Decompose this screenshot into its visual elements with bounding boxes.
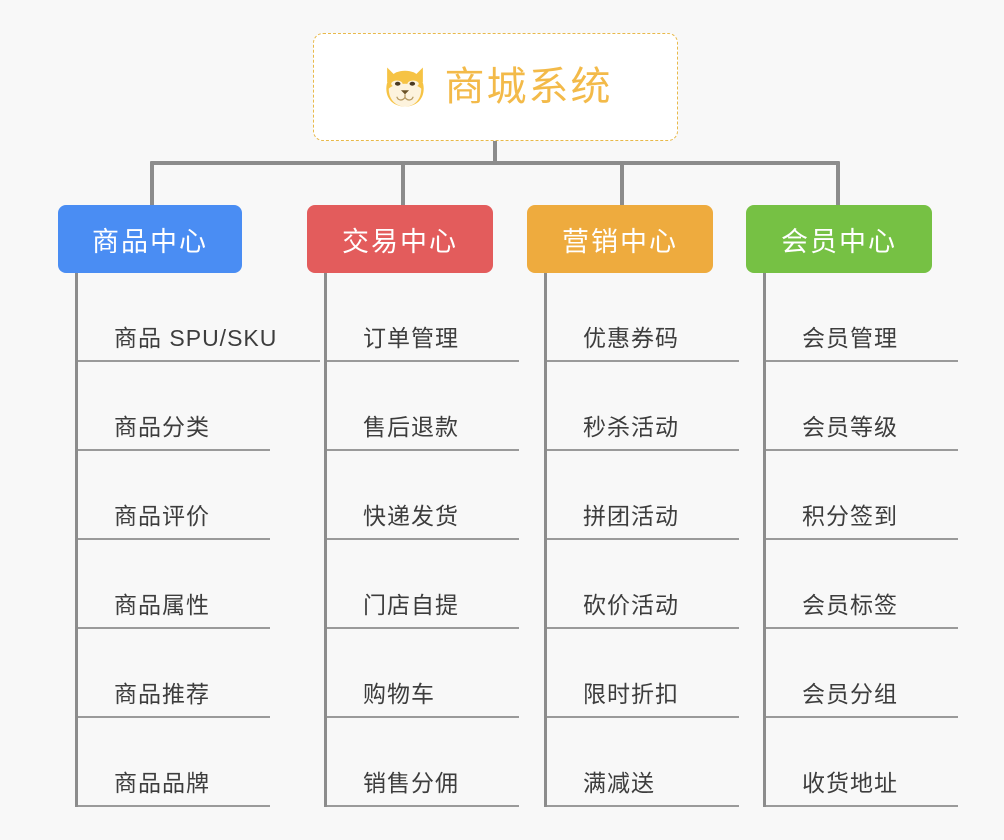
branch-column-trade: 交易中心 订单管理 售后退款 快递发货 门店自提 购物车 销售分佣 <box>307 205 522 807</box>
list-item[interactable]: 砍价活动 <box>547 540 742 629</box>
branch-items-product: 商品 SPU/SKU 商品分类 商品评价 商品属性 商品推荐 商品品牌 <box>75 273 320 807</box>
branch-header-member[interactable]: 会员中心 <box>746 205 932 273</box>
list-item[interactable]: 商品推荐 <box>78 629 288 718</box>
list-item-label: 商品 SPU/SKU <box>78 319 320 362</box>
list-item-label: 销售分佣 <box>327 764 519 807</box>
connector-branch-2 <box>401 163 405 205</box>
list-item[interactable]: 销售分佣 <box>327 718 522 807</box>
connector-root-stem <box>493 141 497 164</box>
branch-items-marketing: 优惠券码 秒杀活动 拼团活动 砍价活动 限时折扣 满减送 <box>544 273 742 807</box>
list-item[interactable]: 门店自提 <box>327 540 522 629</box>
branch-header-marketing[interactable]: 营销中心 <box>527 205 713 273</box>
list-item-label: 售后退款 <box>327 408 519 451</box>
list-item-label: 会员管理 <box>766 319 958 362</box>
list-item-label: 会员等级 <box>766 408 958 451</box>
list-item-label: 砍价活动 <box>547 586 739 629</box>
branch-column-marketing: 营销中心 优惠券码 秒杀活动 拼团活动 砍价活动 限时折扣 满减送 <box>527 205 742 807</box>
list-item[interactable]: 订单管理 <box>327 273 522 362</box>
connector-horizontal-bus <box>150 161 840 165</box>
list-item-label: 会员标签 <box>766 586 958 629</box>
branch-header-trade[interactable]: 交易中心 <box>307 205 493 273</box>
list-item-label: 商品属性 <box>78 586 270 629</box>
connector-branch-4 <box>836 163 840 205</box>
list-item[interactable]: 秒杀活动 <box>547 362 742 451</box>
list-item[interactable]: 商品 SPU/SKU <box>78 273 320 362</box>
list-item-label: 订单管理 <box>327 319 519 362</box>
list-item[interactable]: 商品评价 <box>78 451 288 540</box>
list-item[interactable]: 积分签到 <box>766 451 961 540</box>
list-item-label: 商品分类 <box>78 408 270 451</box>
list-item-label: 满减送 <box>547 764 739 807</box>
list-item[interactable]: 会员分组 <box>766 629 961 718</box>
list-item-label: 快递发货 <box>327 497 519 540</box>
branch-column-product: 商品中心 商品 SPU/SKU 商品分类 商品评价 商品属性 商品推荐 商品品牌 <box>58 205 320 807</box>
root-title: 商城系统 <box>444 65 613 109</box>
list-item[interactable]: 优惠券码 <box>547 273 742 362</box>
list-item-label: 商品推荐 <box>78 675 270 718</box>
list-item[interactable]: 售后退款 <box>327 362 522 451</box>
list-item-label: 拼团活动 <box>547 497 739 540</box>
branch-column-member: 会员中心 会员管理 会员等级 积分签到 会员标签 会员分组 收货地址 <box>746 205 961 807</box>
list-item[interactable]: 商品分类 <box>78 362 288 451</box>
list-item-label: 门店自提 <box>327 586 519 629</box>
branch-items-trade: 订单管理 售后退款 快递发货 门店自提 购物车 销售分佣 <box>324 273 522 807</box>
list-item[interactable]: 商品属性 <box>78 540 288 629</box>
list-item-label: 收货地址 <box>766 764 958 807</box>
list-item[interactable]: 拼团活动 <box>547 451 742 540</box>
list-item[interactable]: 收货地址 <box>766 718 961 807</box>
list-item[interactable]: 快递发货 <box>327 451 522 540</box>
connector-branch-3 <box>620 163 624 205</box>
list-item-label: 秒杀活动 <box>547 408 739 451</box>
list-item-label: 优惠券码 <box>547 319 739 362</box>
branch-items-member: 会员管理 会员等级 积分签到 会员标签 会员分组 收货地址 <box>763 273 961 807</box>
list-item-label: 购物车 <box>327 675 519 718</box>
list-item[interactable]: 限时折扣 <box>547 629 742 718</box>
list-item-label: 限时折扣 <box>547 675 739 718</box>
list-item-label: 商品评价 <box>78 497 270 540</box>
list-item[interactable]: 购物车 <box>327 629 522 718</box>
list-item[interactable]: 满减送 <box>547 718 742 807</box>
branch-header-product[interactable]: 商品中心 <box>58 205 242 273</box>
list-item-label: 会员分组 <box>766 675 958 718</box>
connector-branch-1 <box>150 163 154 205</box>
list-item[interactable]: 会员标签 <box>766 540 961 629</box>
shiba-dog-icon <box>385 67 424 107</box>
list-item[interactable]: 商品品牌 <box>78 718 288 807</box>
root-node[interactable]: 商城系统 <box>313 33 678 141</box>
list-item[interactable]: 会员等级 <box>766 362 961 451</box>
list-item[interactable]: 会员管理 <box>766 273 961 362</box>
list-item-label: 积分签到 <box>766 497 958 540</box>
list-item-label: 商品品牌 <box>78 764 270 807</box>
